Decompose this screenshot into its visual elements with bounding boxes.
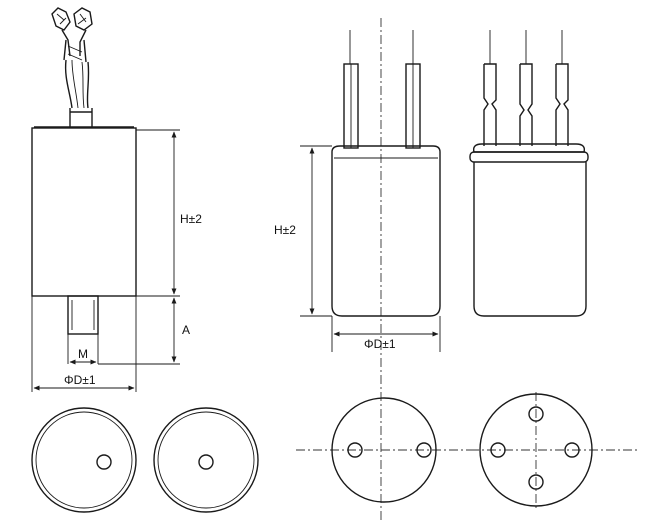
height-label-right: H±2 [274,223,296,237]
diameter-label-right: ΦD±1 [364,337,396,351]
right-capacitor-side-view [469,30,589,317]
left-capacitor-side-view: H±2 A M ΦD±1 [31,7,202,392]
left-bottom-view-2 [153,407,259,513]
m-label: M [78,347,88,361]
right-capacitor-front-view: H±2 ΦD±1 [274,30,441,352]
capacitor-body [31,127,137,297]
capacitor-body-front [331,145,441,317]
a-label: A [182,323,190,337]
right-bottom-view-four-pin [470,392,640,510]
right-bottom-view-two-pin [296,397,470,503]
wire-connector [51,7,93,128]
left-bottom-view-1 [31,407,137,513]
mounting-stud [67,295,99,335]
height-label: H±2 [180,212,202,226]
diameter-label: ΦD±1 [64,373,96,387]
